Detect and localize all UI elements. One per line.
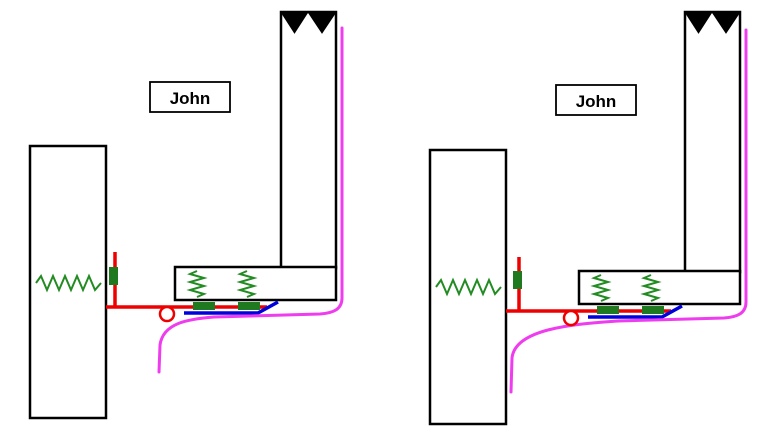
beam-rect	[577, 269, 742, 306]
beam-rect	[173, 265, 338, 302]
column-break-icon	[684, 11, 741, 34]
green-pad-block	[238, 302, 260, 310]
column-break-icon	[280, 11, 337, 34]
red-pivot-circle	[158, 305, 176, 323]
green-pad-block	[597, 306, 619, 314]
green-pad-block	[513, 271, 522, 289]
john-label: John	[576, 92, 617, 111]
wall-spring-icon	[35, 273, 102, 293]
red-pivot-circle	[562, 309, 580, 327]
column-rect	[279, 10, 338, 270]
diagram-left: John	[28, 10, 344, 420]
blue-contact-line	[588, 304, 683, 319]
wall-spring-icon	[435, 277, 502, 297]
column-rect	[683, 10, 742, 274]
blue-contact-line	[184, 300, 279, 315]
john-label-box	[149, 81, 231, 113]
green-pad-block	[642, 306, 664, 314]
john-label-box	[555, 84, 637, 116]
beam-spring-icon	[186, 270, 208, 298]
magenta-boundary-curve	[157, 26, 344, 374]
beam-spring-icon	[236, 270, 258, 298]
green-pad-block	[193, 302, 215, 310]
green-pad-block	[109, 267, 118, 285]
beam-spring-icon	[640, 274, 662, 302]
john-label: John	[170, 89, 211, 108]
diagram-right: John	[428, 10, 748, 426]
beam-spring-icon	[590, 274, 612, 302]
magenta-boundary-curve	[509, 28, 748, 394]
